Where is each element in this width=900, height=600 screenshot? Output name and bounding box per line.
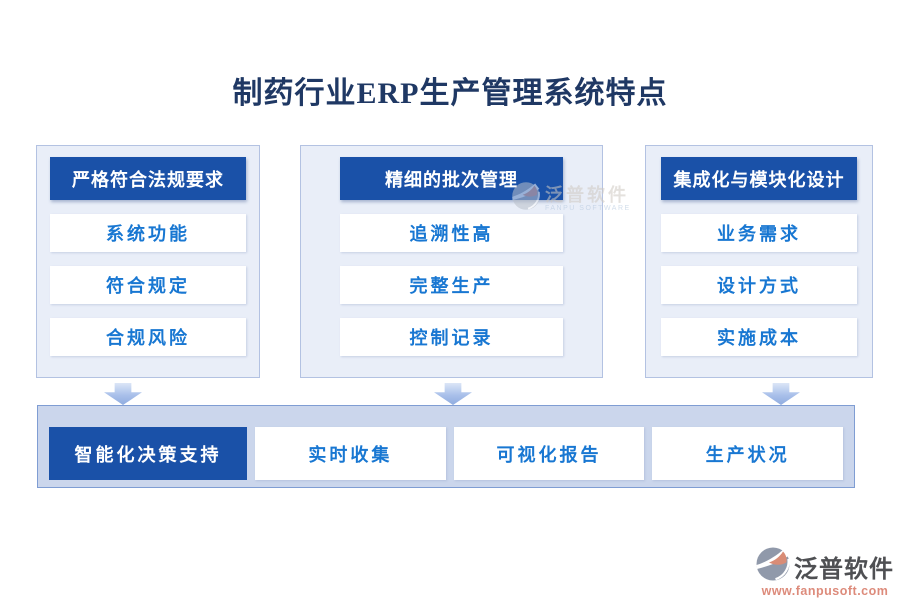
bottom-bar-item: 实时收集 — [255, 427, 446, 480]
column-item: 完整生产 — [340, 266, 563, 304]
column-item: 业务需求 — [661, 214, 857, 252]
bottom-bar-highlight: 智能化决策支持 — [49, 427, 247, 480]
column-item: 合规风险 — [50, 318, 246, 356]
bottom-bar-item: 可视化报告 — [453, 427, 645, 480]
column-item: 符合规定 — [50, 266, 246, 304]
bottom-bar-item: 生产状况 — [652, 427, 844, 480]
brand-name: 泛普软件 — [794, 557, 894, 583]
brand-block: 泛普软件 www.fanpusoft.com — [755, 546, 895, 598]
column-item: 设计方式 — [661, 266, 857, 304]
column-item: 追溯性高 — [340, 214, 563, 252]
bottom-feature-bar: 智能化决策支持 实时收集 可视化报告 生产状况 — [37, 405, 855, 488]
brand-url: www.fanpusoft.com — [761, 584, 889, 598]
feature-column-modular: 集成化与模块化设计 业务需求 设计方式 实施成本 — [645, 145, 873, 378]
fanpu-logo-icon — [755, 546, 791, 587]
down-arrow-icon — [762, 383, 800, 405]
column-item: 实施成本 — [661, 318, 857, 356]
page-title: 制药行业ERP生产管理系统特点 — [232, 77, 668, 110]
down-arrow-icon — [434, 383, 472, 405]
column-header: 严格符合法规要求 — [50, 157, 246, 200]
down-arrow-icon — [104, 383, 142, 405]
feature-column-regulation: 严格符合法规要求 系统功能 符合规定 合规风险 — [36, 145, 260, 378]
feature-column-batch: 精细的批次管理 追溯性高 完整生产 控制记录 — [300, 145, 603, 378]
column-item: 系统功能 — [50, 214, 246, 252]
column-header: 精细的批次管理 — [340, 157, 563, 200]
column-header: 集成化与模块化设计 — [661, 157, 857, 200]
column-item: 控制记录 — [340, 318, 563, 356]
